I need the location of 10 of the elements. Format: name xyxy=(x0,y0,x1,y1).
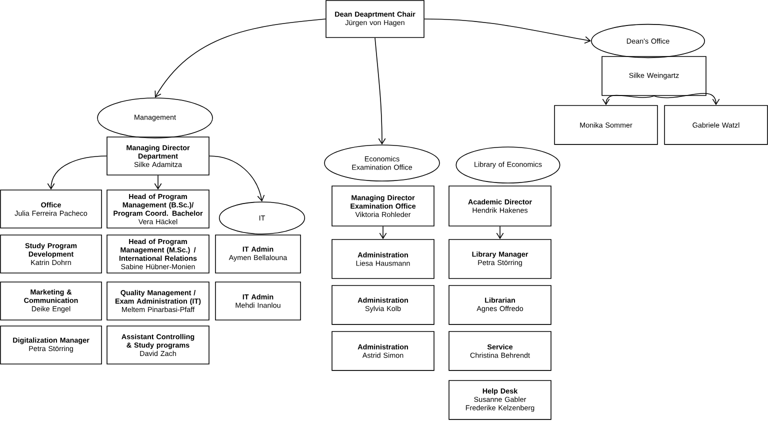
arrow xyxy=(602,94,654,106)
arrow xyxy=(424,18,592,44)
arrow xyxy=(374,38,386,145)
arrow xyxy=(496,226,504,240)
arrow xyxy=(154,175,162,190)
arrow xyxy=(654,92,720,106)
arrow xyxy=(379,226,387,240)
arrow xyxy=(209,156,265,202)
arrow xyxy=(47,156,107,190)
arrow xyxy=(154,18,326,98)
